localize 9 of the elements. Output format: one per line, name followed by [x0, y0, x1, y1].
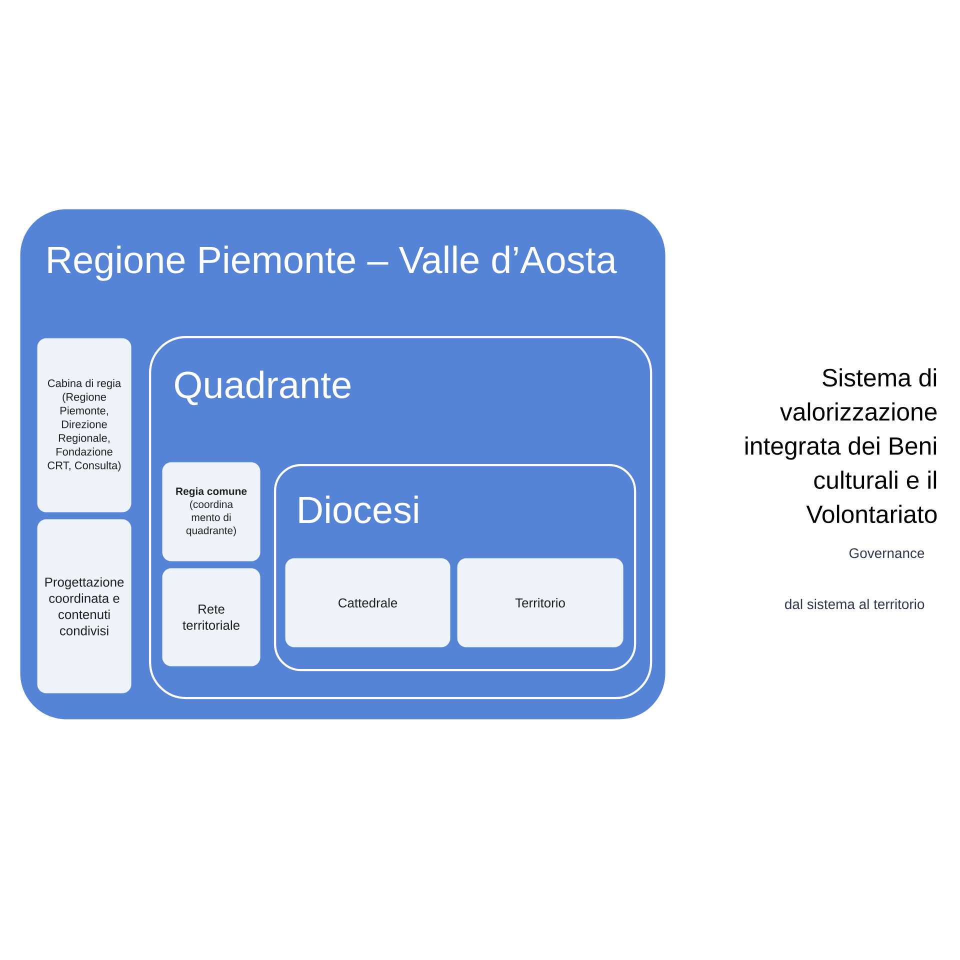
info-box: Rete territoriale: [162, 568, 260, 666]
info-box: Cabina di regia (Regione Piemonte, Direzione Regionale, Fondazione CRT, Consulta): [37, 338, 132, 512]
info-box: Regia comune (coordina mento di quadrante): [162, 462, 260, 562]
info-box: Territorio: [457, 558, 624, 648]
subtitle: Governance: [849, 548, 924, 558]
title: Sistema di valorizzazione integrata dei Beni culturali e il Volontariato: [746, 368, 937, 524]
info-box: Progettazione coordinata e contenuti condivisi: [37, 519, 132, 694]
subtitle: dal sistema al territorio: [785, 598, 924, 610]
info-box: Cattedrale: [285, 558, 450, 648]
